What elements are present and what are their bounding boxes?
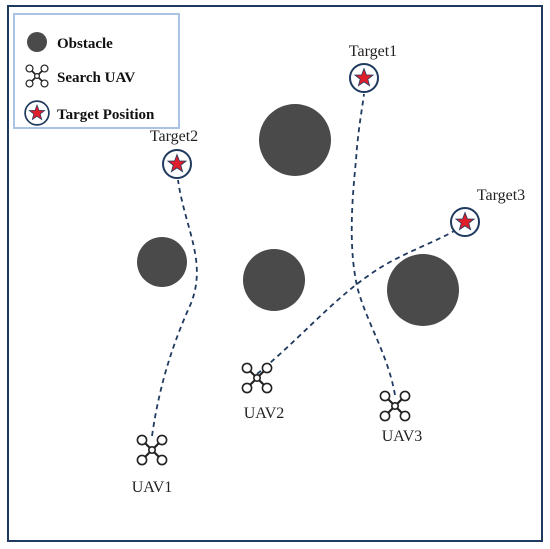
path-uav1-target2	[151, 179, 198, 437]
uav-label-3: UAV3	[382, 428, 423, 445]
legend: Obstacle Search UAV Target Position	[13, 13, 180, 129]
obstacle	[387, 254, 459, 326]
uav-label-1: UAV1	[132, 479, 173, 496]
uav-label-2: UAV2	[244, 405, 285, 422]
target-marker-2	[162, 149, 192, 179]
path-uav2-target3	[256, 224, 464, 375]
target-marker-3	[450, 207, 480, 237]
obstacles	[137, 104, 459, 326]
target-marker-1	[349, 63, 379, 93]
uav-paths	[151, 93, 464, 437]
target-label-3: Target3	[477, 187, 525, 204]
obstacle	[137, 237, 187, 287]
obstacle	[243, 249, 305, 311]
target-label-1: Target1	[349, 43, 397, 60]
legend-obstacle-label: Obstacle	[57, 36, 113, 52]
target-label-2: Target2	[150, 128, 198, 145]
legend-uav-label: Search UAV	[57, 70, 135, 86]
obstacle-icon	[27, 32, 47, 52]
legend-target-label: Target Position	[57, 107, 155, 123]
star-marker-icon	[24, 100, 50, 126]
obstacle	[259, 104, 331, 176]
path-uav3-target1	[350, 93, 396, 396]
